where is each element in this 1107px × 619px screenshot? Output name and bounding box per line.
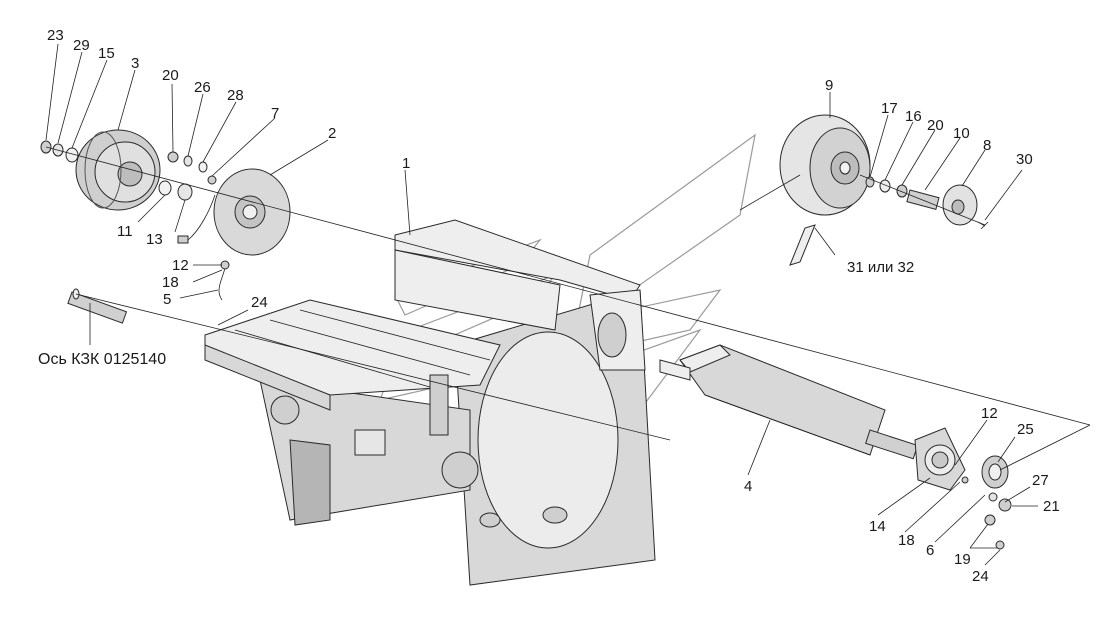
callout-labels: 23 29 15 3 20 26 28 7 2 1 11 13 12 18 5 … (38, 27, 1060, 585)
pulley-9 (779, 114, 871, 216)
callout-24-right: 24 (972, 568, 989, 585)
callout-26: 26 (194, 79, 211, 96)
callout-12: 12 (172, 257, 189, 274)
callout-25: 25 (1017, 421, 1034, 438)
callout-20-right: 20 (927, 117, 944, 134)
pulley-8 (942, 184, 989, 230)
disk-2 (213, 168, 291, 256)
callout-3: 3 (131, 55, 139, 72)
callout-4: 4 (744, 478, 752, 495)
axle-caption: Ось КЗК 0125140 (38, 351, 166, 368)
callout-23: 23 (47, 27, 64, 44)
callout-16: 16 (905, 108, 922, 125)
callout-27: 27 (1032, 472, 1049, 489)
pulley-3 (75, 129, 161, 211)
main-frame (259, 219, 656, 586)
callout-31-or-32: 31 или 32 (847, 259, 914, 276)
left-washers (40, 140, 217, 201)
callout-18: 18 (162, 274, 179, 291)
sensor-cable (177, 194, 230, 301)
axis-lines (45, 146, 1091, 471)
callout-10: 10 (953, 125, 970, 142)
callout-24: 24 (251, 294, 268, 311)
callout-19: 19 (954, 551, 971, 568)
callout-30: 30 (1016, 151, 1033, 168)
callout-15: 15 (98, 45, 115, 62)
callout-11: 11 (117, 223, 133, 240)
tray-frame (204, 299, 501, 436)
callout-9: 9 (825, 77, 833, 94)
callout-28: 28 (227, 87, 244, 104)
axle (67, 288, 128, 324)
callout-13: 13 (146, 231, 163, 248)
right-hardware (961, 476, 1012, 550)
callout-6: 6 (926, 542, 934, 559)
callout-7: 7 (271, 105, 279, 122)
callout-2: 2 (328, 125, 336, 142)
belt (739, 174, 816, 266)
callout-18-right: 18 (898, 532, 915, 549)
bearing (981, 455, 1009, 489)
callout-21: 21 (1043, 498, 1060, 515)
callout-29: 29 (73, 37, 90, 54)
leader-lines (45, 43, 1038, 566)
callout-1: 1 (402, 155, 410, 172)
shaft-assembly (659, 344, 919, 460)
bearing-flange (914, 427, 966, 491)
callout-8: 8 (983, 137, 991, 154)
callout-14: 14 (869, 518, 886, 535)
callout-20: 20 (162, 67, 179, 84)
callout-5: 5 (163, 291, 171, 308)
callout-17: 17 (881, 100, 898, 117)
callout-12-right: 12 (981, 405, 998, 422)
